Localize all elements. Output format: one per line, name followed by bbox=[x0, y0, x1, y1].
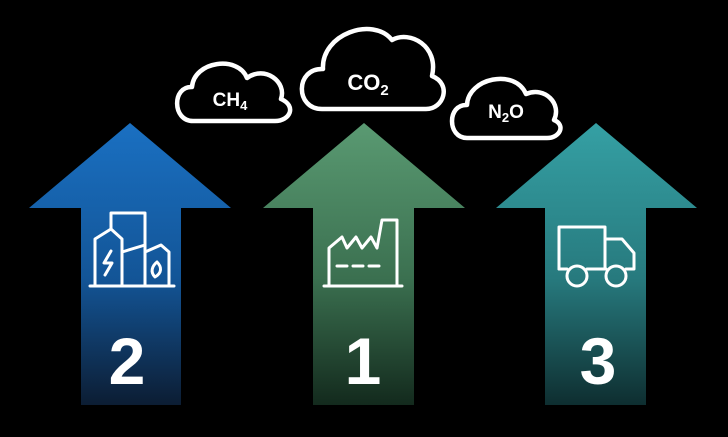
arrow-scope-2: 2 bbox=[29, 123, 231, 405]
cloud-ch4-label: CH4 bbox=[213, 90, 248, 113]
cloud-co2-outline bbox=[299, 26, 446, 112]
cloud-n2o-label: N2O bbox=[488, 102, 524, 125]
arrow-scope-1-shape bbox=[263, 123, 465, 405]
arrow-scope-3-shape bbox=[496, 123, 697, 405]
arrow-scope-3: 3 bbox=[496, 123, 697, 405]
cloud-n2o-outline bbox=[449, 76, 563, 141]
delivery-truck-icon bbox=[557, 225, 636, 288]
cloud-co2: CO2 bbox=[299, 26, 446, 112]
arrow-scope-1: 1 bbox=[263, 123, 465, 405]
cloud-ch4-outline bbox=[175, 61, 293, 124]
factory-icon bbox=[322, 218, 404, 288]
arrow-scope-2-shape bbox=[29, 123, 231, 405]
scope-2-number: 2 bbox=[109, 324, 146, 398]
scope-1-number: 1 bbox=[345, 324, 382, 398]
cloud-co2-label: CO2 bbox=[347, 70, 388, 99]
scope-3-number: 3 bbox=[580, 324, 617, 398]
cloud-ch4: CH4 bbox=[175, 61, 293, 124]
power-plant-icon bbox=[88, 211, 176, 288]
cloud-n2o: N2O bbox=[449, 76, 563, 141]
